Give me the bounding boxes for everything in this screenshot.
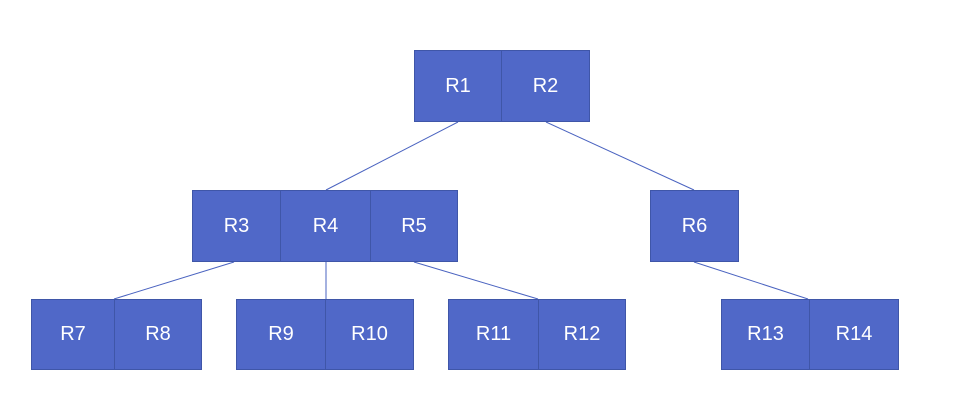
node-r10: R10: [325, 299, 414, 370]
node-r3: R3: [192, 190, 281, 262]
node-r2: R2: [501, 50, 590, 122]
node-r12: R12: [538, 299, 626, 370]
node-r5: R5: [370, 190, 458, 262]
node-r1: R1: [414, 50, 502, 122]
edge-r5-r12: [413, 261, 539, 300]
node-r7: R7: [31, 299, 115, 370]
node-r8: R8: [114, 299, 202, 370]
node-r13: R13: [721, 299, 810, 370]
edge-r2-r6: [545, 121, 695, 191]
edge-r6-r13: [693, 261, 809, 300]
node-r4: R4: [280, 190, 371, 262]
node-r9: R9: [236, 299, 326, 370]
node-r11: R11: [448, 299, 539, 370]
edge-r1-r4: [325, 121, 459, 191]
edge-r3-r7: [113, 261, 235, 300]
node-r6: R6: [650, 190, 739, 262]
node-r14: R14: [809, 299, 899, 370]
